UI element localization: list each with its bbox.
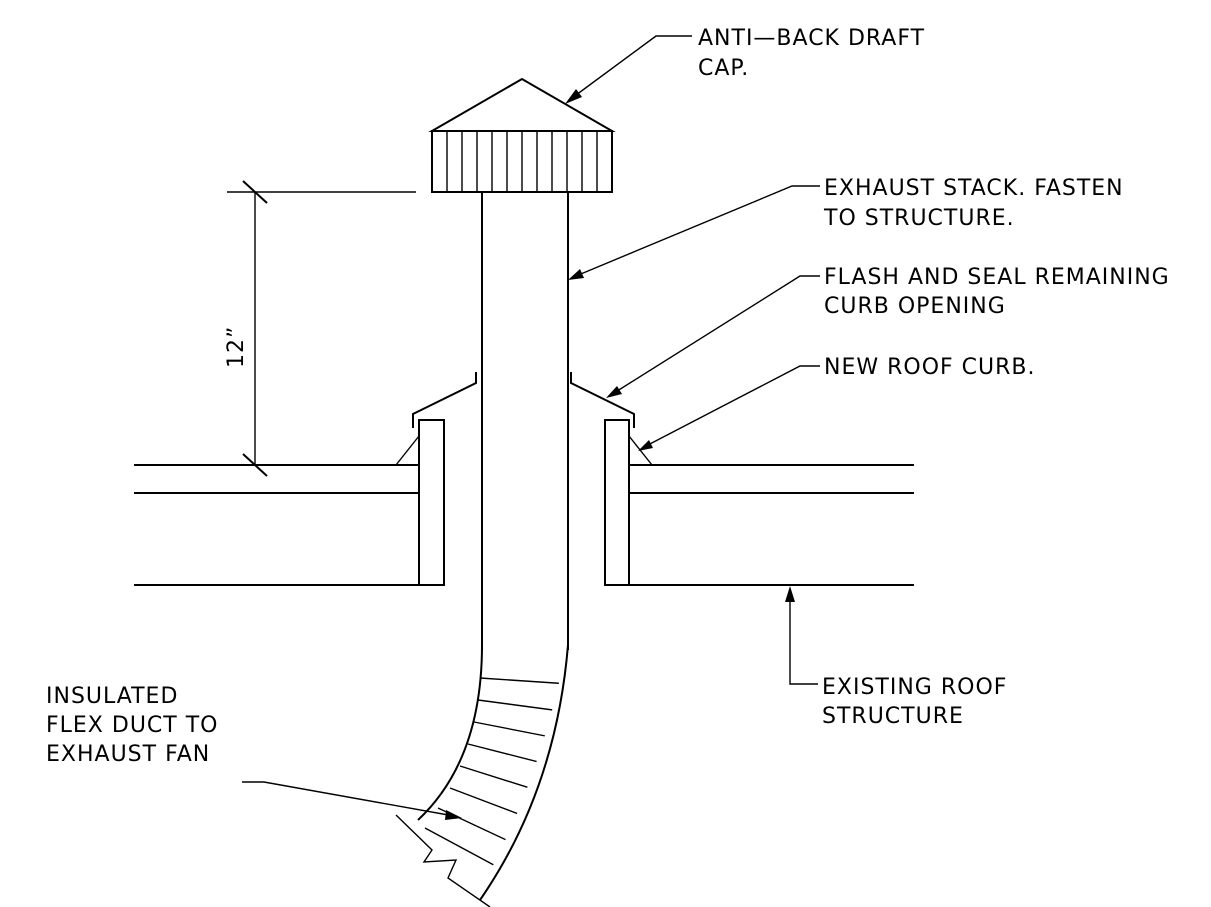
insulated-flex-duct: [395, 644, 569, 907]
label-anti-back-draft-cap-2: CAP.: [698, 56, 749, 81]
label-insulated-flex-duct-2: FLEX DUCT TO: [46, 713, 218, 738]
duct-break-line: [395, 814, 491, 907]
leader-exhaust-stack: [568, 185, 820, 280]
label-existing-roof-structure-2: STRUCTURE: [822, 704, 964, 729]
existing-roof-structure: [134, 464, 914, 586]
label-exhaust-stack-2: TO STRUCTURE.: [823, 206, 1015, 231]
leader-flash-and-seal: [606, 275, 820, 398]
anti-back-draft-cap: [428, 77, 616, 193]
label-exhaust-stack-1: EXHAUST STACK. FASTEN: [824, 176, 1124, 201]
leader-insulated-flex-duct: [242, 781, 462, 820]
duct-insulation-bands: [424, 677, 568, 879]
curb-flashing: [412, 372, 635, 428]
leader-existing-roof-structure: [785, 586, 818, 685]
label-flash-and-seal-2: CURB OPENING: [824, 294, 1006, 319]
label-new-roof-curb: NEW ROOF CURB.: [824, 355, 1036, 380]
label-anti-back-draft-cap-1: ANTI—BACK DRAFT: [698, 26, 925, 51]
new-roof-curb: [395, 419, 653, 586]
exhaust-stack: [481, 192, 569, 650]
leader-new-roof-curb: [638, 365, 820, 451]
label-flash-and-seal-1: FLASH AND SEAL REMAINING: [824, 265, 1170, 290]
label-insulated-flex-duct-3: EXHAUST FAN: [46, 742, 210, 767]
leader-anti-back-draft-cap: [565, 35, 692, 104]
label-insulated-flex-duct-1: INSULATED: [46, 684, 178, 709]
label-existing-roof-structure-1: EXISTING ROOF: [822, 675, 1007, 700]
dimension-label: 12”: [224, 326, 249, 368]
cap-vertical-slats: [446, 131, 598, 192]
dimension-12in: 12”: [224, 180, 416, 477]
